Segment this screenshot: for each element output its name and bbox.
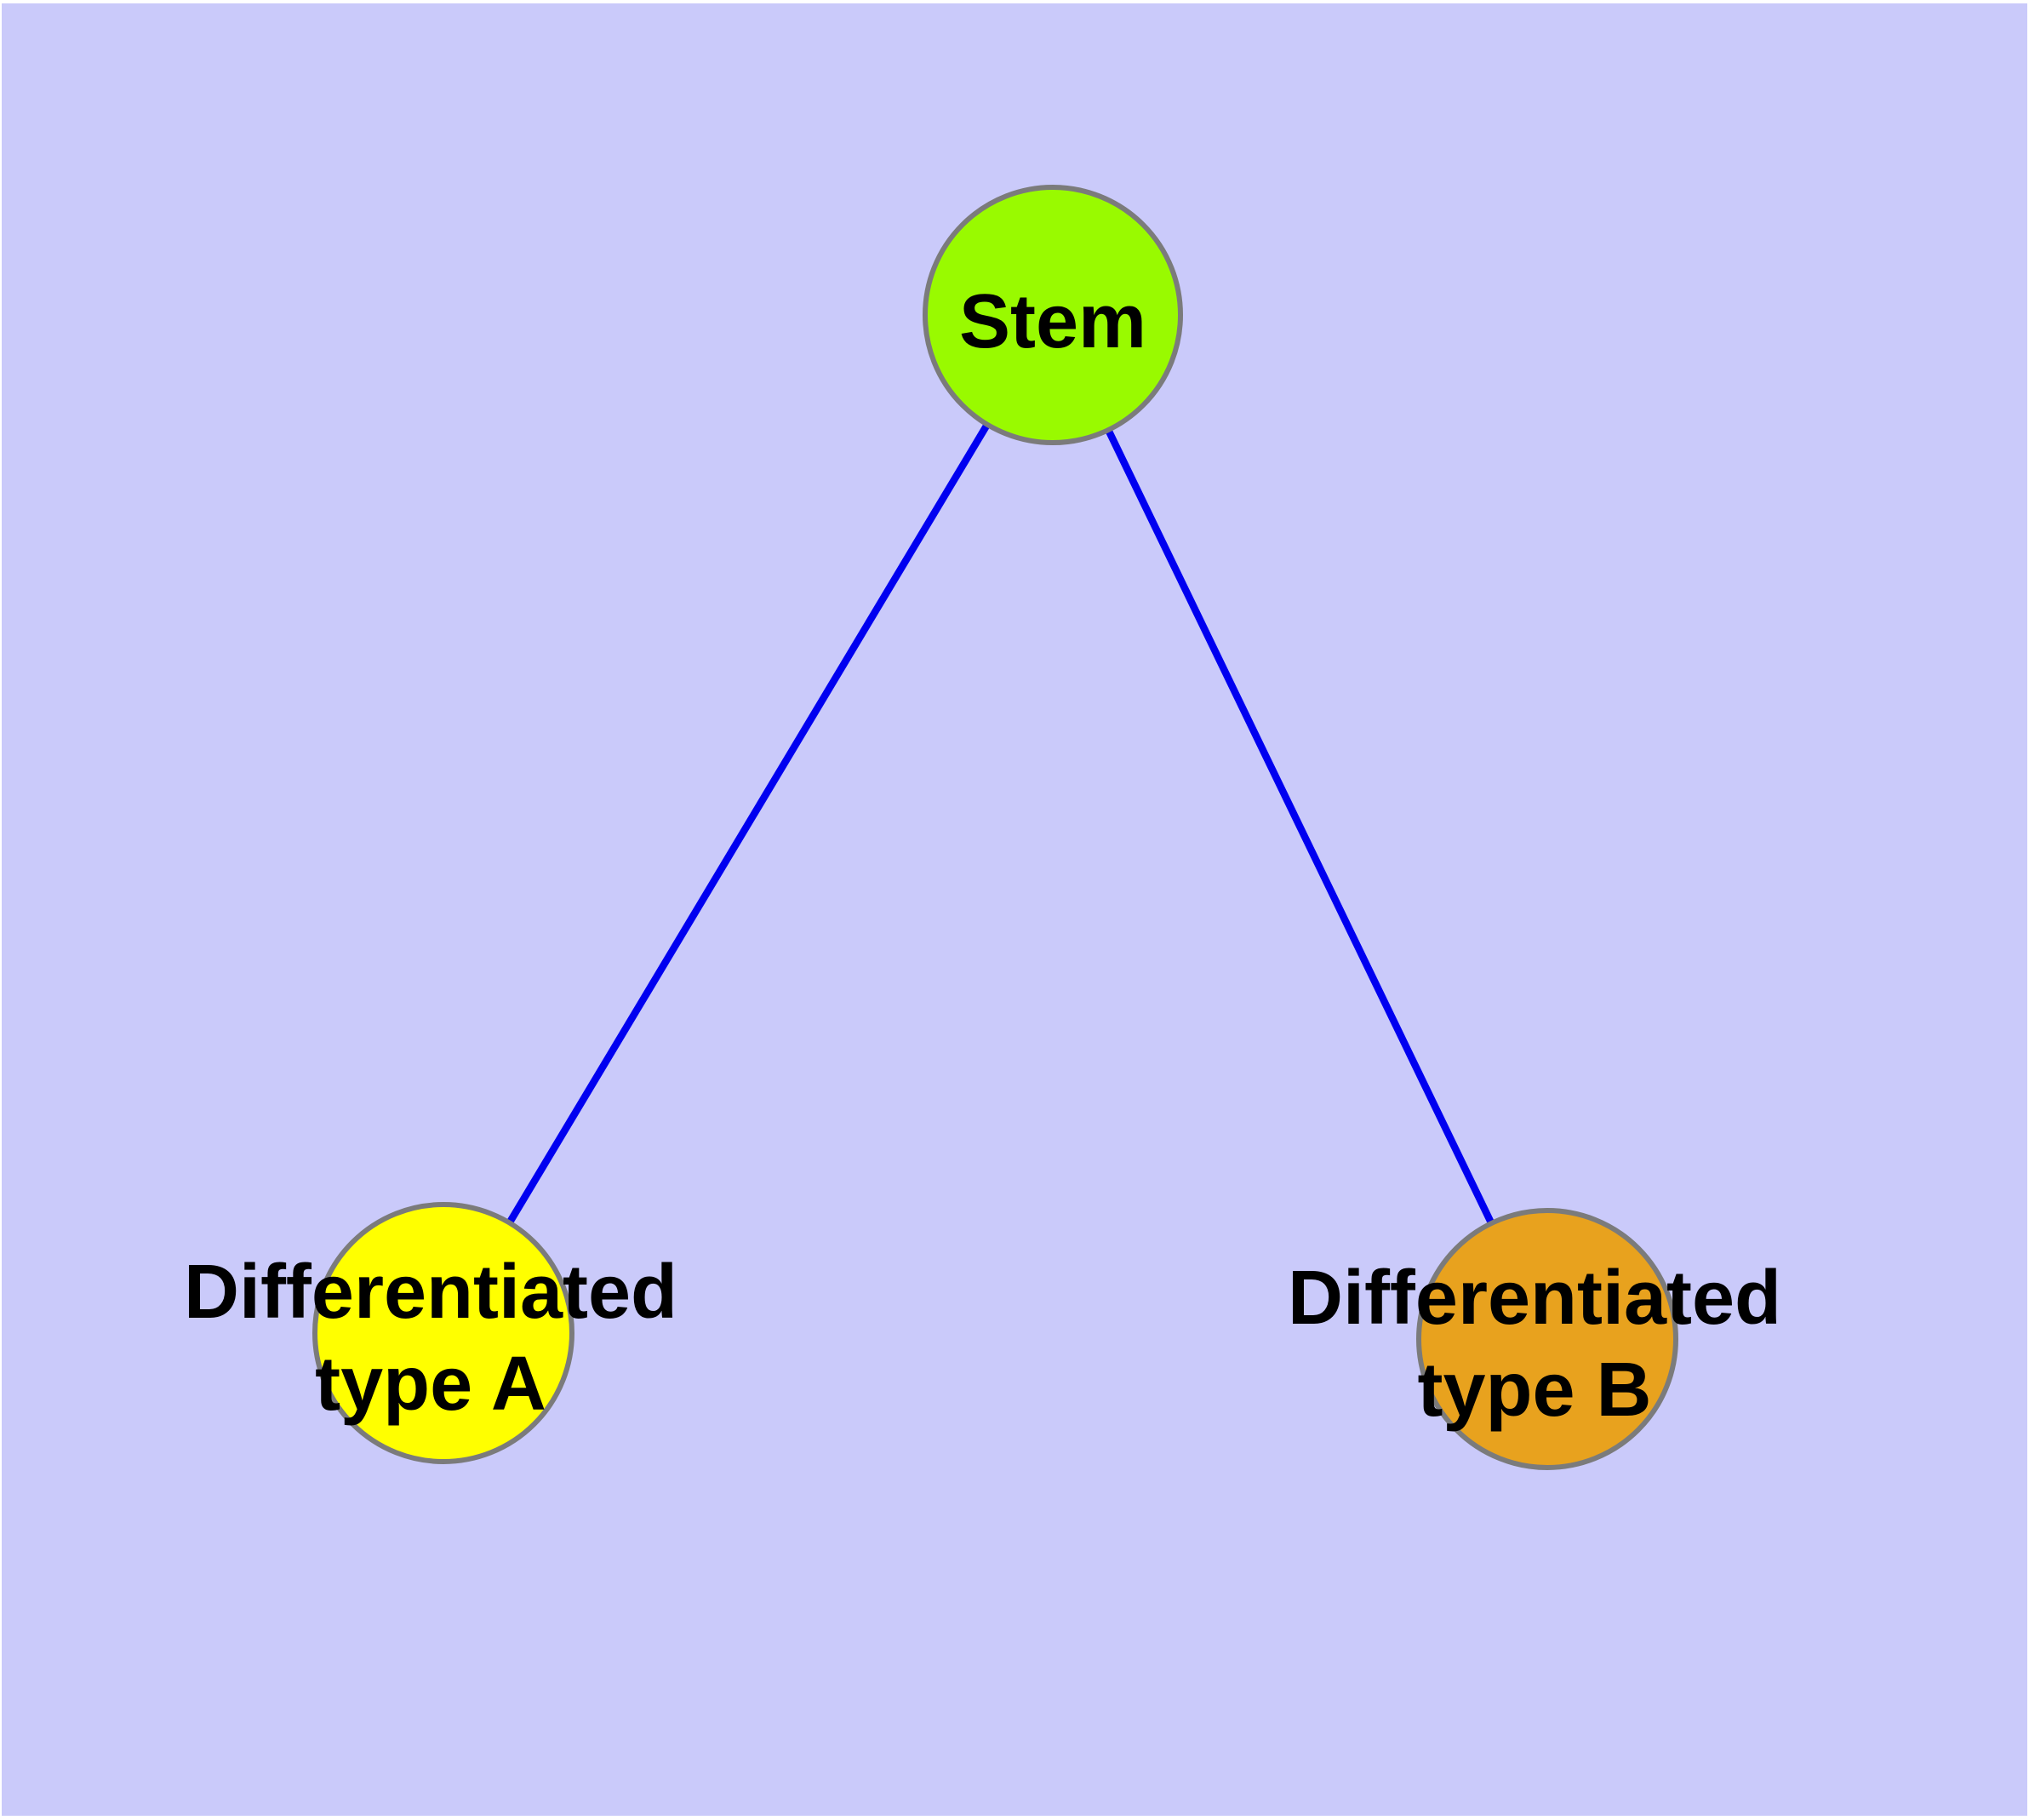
node-differentiated-type-a-circle [312,1202,574,1464]
node-differentiated-type-b-circle [1416,1208,1678,1470]
node-differentiated-type-b-label-line1: Differentiated [1288,1256,1781,1341]
node-stem: Stem [923,185,1183,445]
node-differentiated-type-a-label-line2: type A [315,1342,546,1427]
edge-stem-to-type-a [440,312,1056,1336]
node-stem-circle [923,185,1183,445]
node-differentiated-type-b: Differentiated type B [1288,1208,1781,1470]
node-stem-label: Stem [959,279,1146,364]
node-differentiated-type-b-label-line2: type B [1417,1348,1651,1433]
edges [440,312,1551,1341]
node-differentiated-type-a: Differentiated type A [184,1202,677,1464]
edge-stem-to-type-b [1049,313,1551,1341]
node-differentiated-type-a-label-line1: Differentiated [184,1250,677,1335]
